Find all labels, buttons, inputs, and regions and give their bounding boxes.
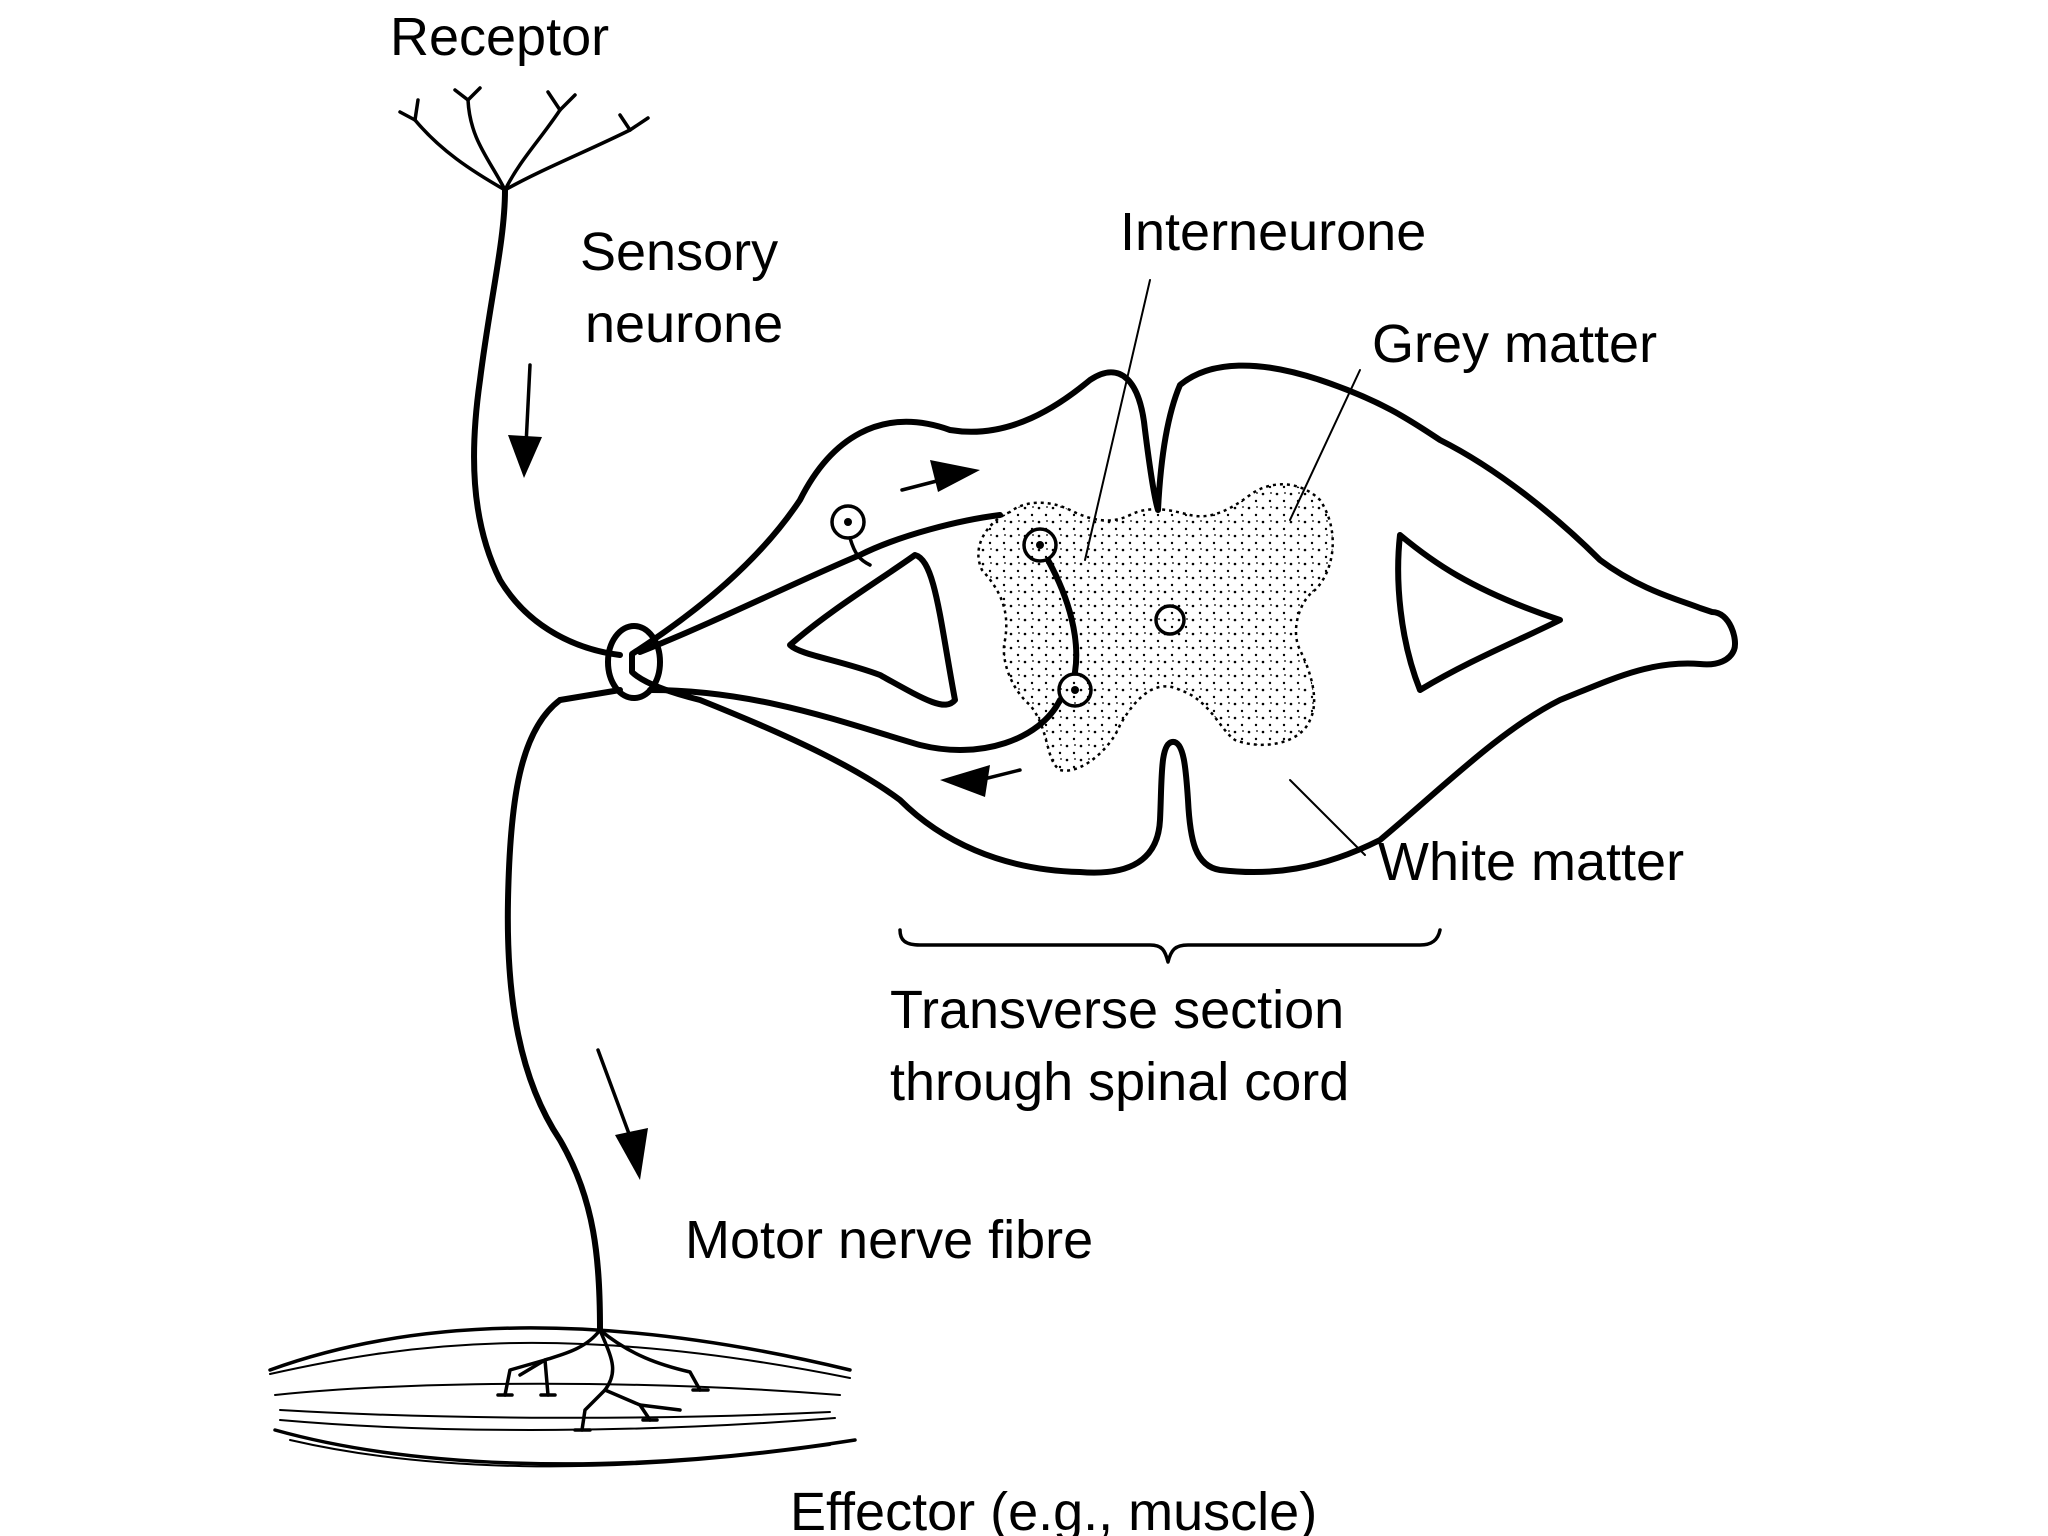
grey-matter-leader [1289, 369, 1361, 521]
central-canal [1154, 604, 1186, 636]
arrow-motor-down [596, 1048, 648, 1180]
arrow-sensory-down [508, 363, 542, 478]
arrow-sensory-in [900, 460, 980, 492]
label-section-line2: through spinal cord [890, 1052, 1349, 1112]
motor-root-fibre [647, 687, 1063, 753]
interneurone-cell-upper [1022, 527, 1058, 563]
interneurone-fibre [1045, 557, 1080, 675]
spinal-nerve [605, 623, 663, 701]
interneurone-leader [1084, 279, 1151, 561]
label-motor-fibre: Motor nerve fibre [685, 1210, 1093, 1270]
label-section-line1: Transverse section [890, 980, 1344, 1040]
motor-end-plates [496, 1328, 710, 1432]
spinal-cord-outline [629, 362, 1738, 876]
grey-matter-region [977, 483, 1334, 772]
label-sensory-line2: neurone [585, 294, 783, 354]
left-white-column [787, 552, 958, 708]
ganglion-cell-body [830, 504, 866, 540]
label-interneurone: Interneurone [1120, 202, 1426, 262]
motor-nerve-fibre [504, 697, 603, 1333]
label-sensory-line1: Sensory [580, 222, 778, 282]
receptor-dendrites [398, 86, 650, 192]
label-white-matter: White matter [1378, 832, 1684, 892]
right-white-column [1395, 532, 1563, 693]
effector-muscle [268, 1326, 857, 1468]
section-brace [898, 928, 1442, 964]
label-grey-matter: Grey matter [1372, 314, 1657, 374]
label-effector: Effector (e.g., muscle) [790, 1482, 1317, 1536]
label-receptor: Receptor [390, 7, 609, 67]
sensory-root-fibre [637, 512, 1003, 655]
sensory-neurone-fibre [471, 187, 623, 658]
white-matter-leader [1289, 779, 1366, 856]
arrow-motor-out [940, 765, 1022, 797]
